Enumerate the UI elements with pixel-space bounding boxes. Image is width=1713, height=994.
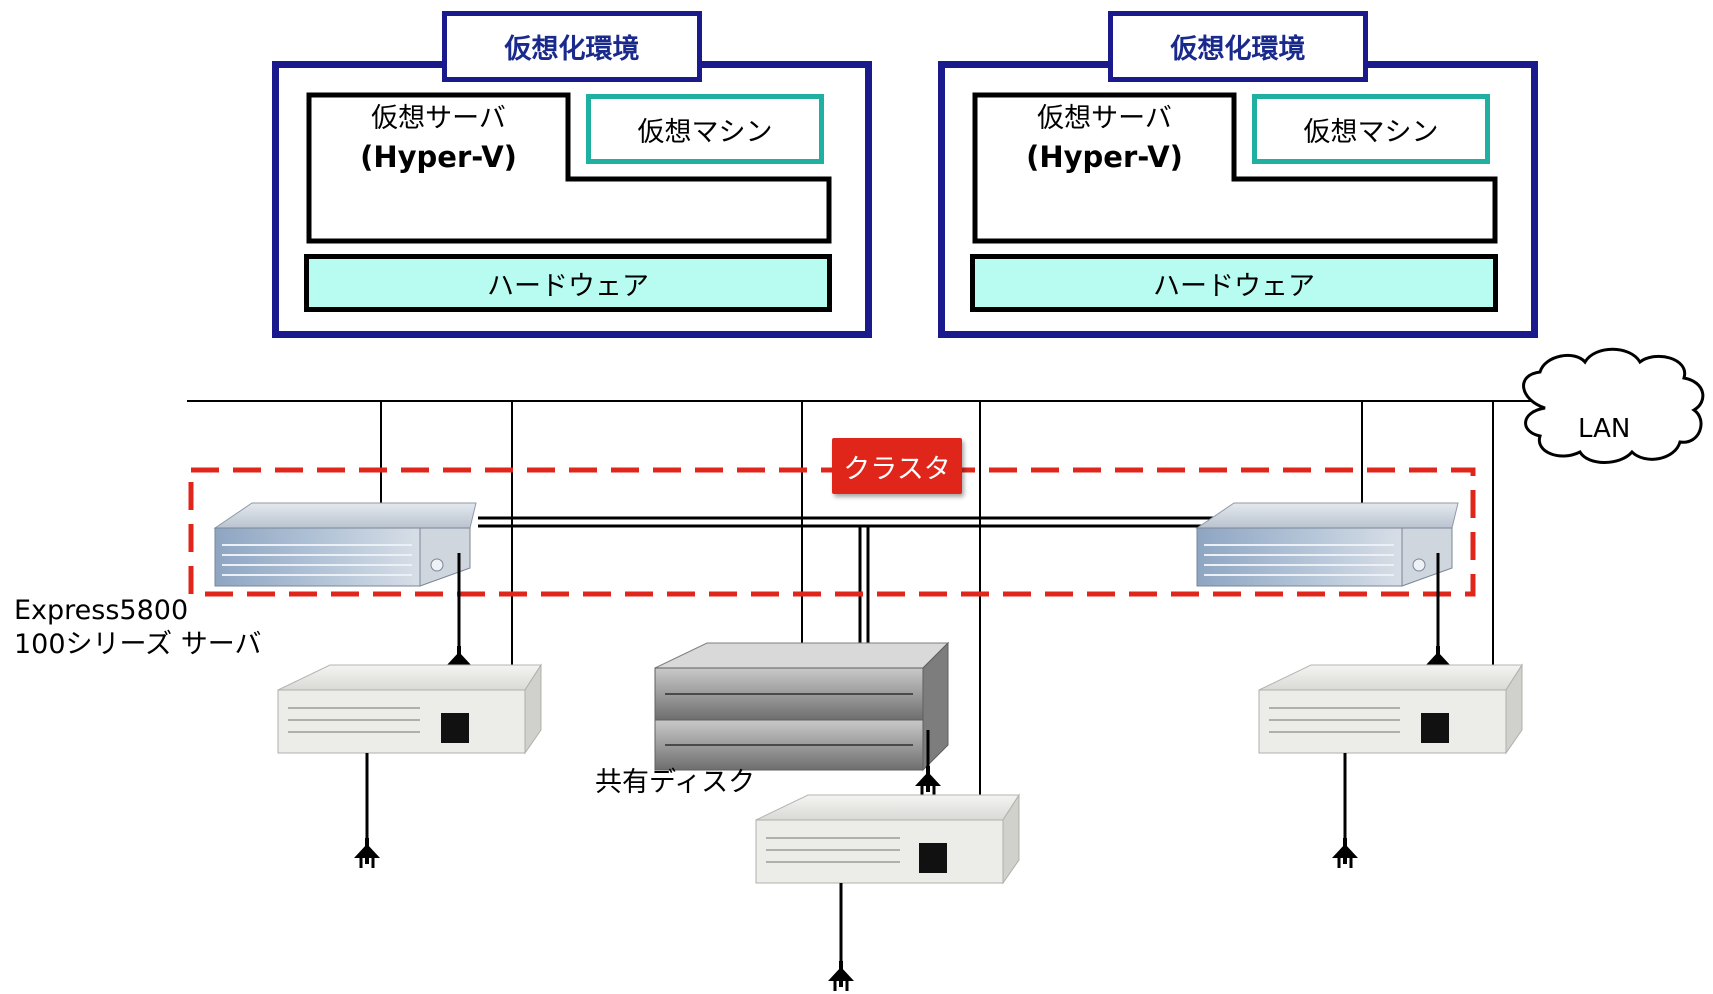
- env-1-hardware: ハードウェア: [304, 254, 832, 312]
- power-plug-icon: [1330, 836, 1360, 870]
- server-model: Express5800: [14, 595, 189, 626]
- env-1-virtual-server: 仮想サーバ (Hyper-V): [309, 100, 568, 176]
- env-1-server-name: 仮想サーバ: [371, 103, 506, 134]
- env-1-title: 仮想化環境: [442, 11, 702, 82]
- env-2-server-name: 仮想サーバ: [1037, 103, 1172, 134]
- ups-3: [755, 793, 1020, 885]
- power-plug-icon: [352, 836, 382, 870]
- power-plug-icon: [826, 959, 856, 993]
- env-2-virtual-machine: 仮想マシン: [1252, 94, 1490, 164]
- ups-2: [1258, 663, 1523, 755]
- ups-1: [277, 663, 542, 755]
- server-label: Express5800 100シリーズ サーバ: [14, 594, 262, 662]
- env-1-virtual-machine: 仮想マシン: [586, 94, 824, 164]
- lan-cloud-icon: [1522, 347, 1705, 464]
- env-2-virtual-server: 仮想サーバ (Hyper-V): [975, 100, 1234, 176]
- server-2: [1195, 502, 1459, 587]
- server-1: [213, 502, 477, 587]
- env-1-server-type: (Hyper-V): [360, 140, 517, 174]
- shared-disk-label: 共有ディスク: [595, 767, 756, 798]
- shared-disk: [654, 641, 950, 772]
- server-series: 100シリーズ サーバ: [14, 629, 262, 660]
- env-2-server-type: (Hyper-V): [1026, 140, 1183, 174]
- env-2-hardware: ハードウェア: [970, 254, 1498, 312]
- cluster-badge: クラスタ: [832, 438, 962, 494]
- env-2-title: 仮想化環境: [1108, 11, 1368, 82]
- lan-label: LAN: [1578, 414, 1631, 444]
